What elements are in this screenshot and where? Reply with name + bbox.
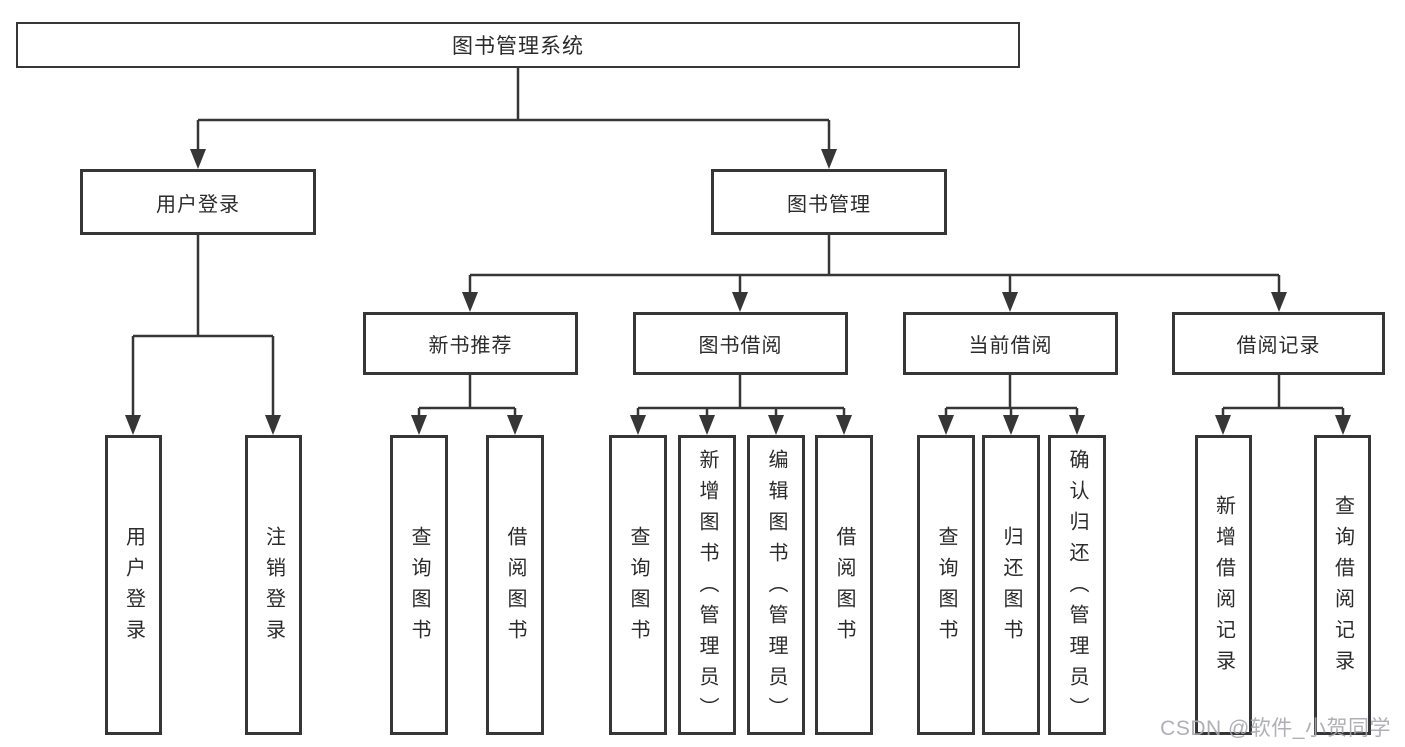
node-library-management-system: 图书管理系统: [16, 22, 1020, 68]
node-borrow-record: 借阅记录: [1172, 312, 1385, 375]
node-current-borrow: 当前借阅: [903, 312, 1118, 375]
leaf-confirm-return-admin: 确认归还（管理员）: [1048, 435, 1106, 735]
leaf-return-books: 归还图书: [982, 435, 1040, 735]
node-user-login: 用户登录: [80, 169, 316, 235]
node-book-management: 图书管理: [711, 169, 947, 235]
leaf-borrow-books: 借阅图书: [486, 435, 544, 735]
leaf-add-borrow-record: 新增借阅记录: [1195, 435, 1252, 735]
leaf-user-login: 用户登录: [105, 435, 162, 735]
leaf-query-books: 查询图书: [390, 435, 448, 735]
leaf-query-borrow-record: 查询借阅记录: [1314, 435, 1371, 735]
leaf-query-books-2: 查询图书: [609, 435, 667, 735]
csdn-watermark: CSDN @软件_小贺同学: [1160, 717, 1391, 740]
leaf-borrow-books-2: 借阅图书: [815, 435, 873, 735]
node-new-book-recommend: 新书推荐: [363, 312, 578, 375]
node-book-borrow: 图书借阅: [633, 312, 848, 375]
leaf-query-books-3: 查询图书: [917, 435, 975, 735]
leaf-edit-books-admin: 编辑图书（管理员）: [747, 435, 805, 735]
leaf-add-books-admin: 新增图书（管理员）: [678, 435, 736, 735]
leaf-logout: 注销登录: [245, 435, 302, 735]
